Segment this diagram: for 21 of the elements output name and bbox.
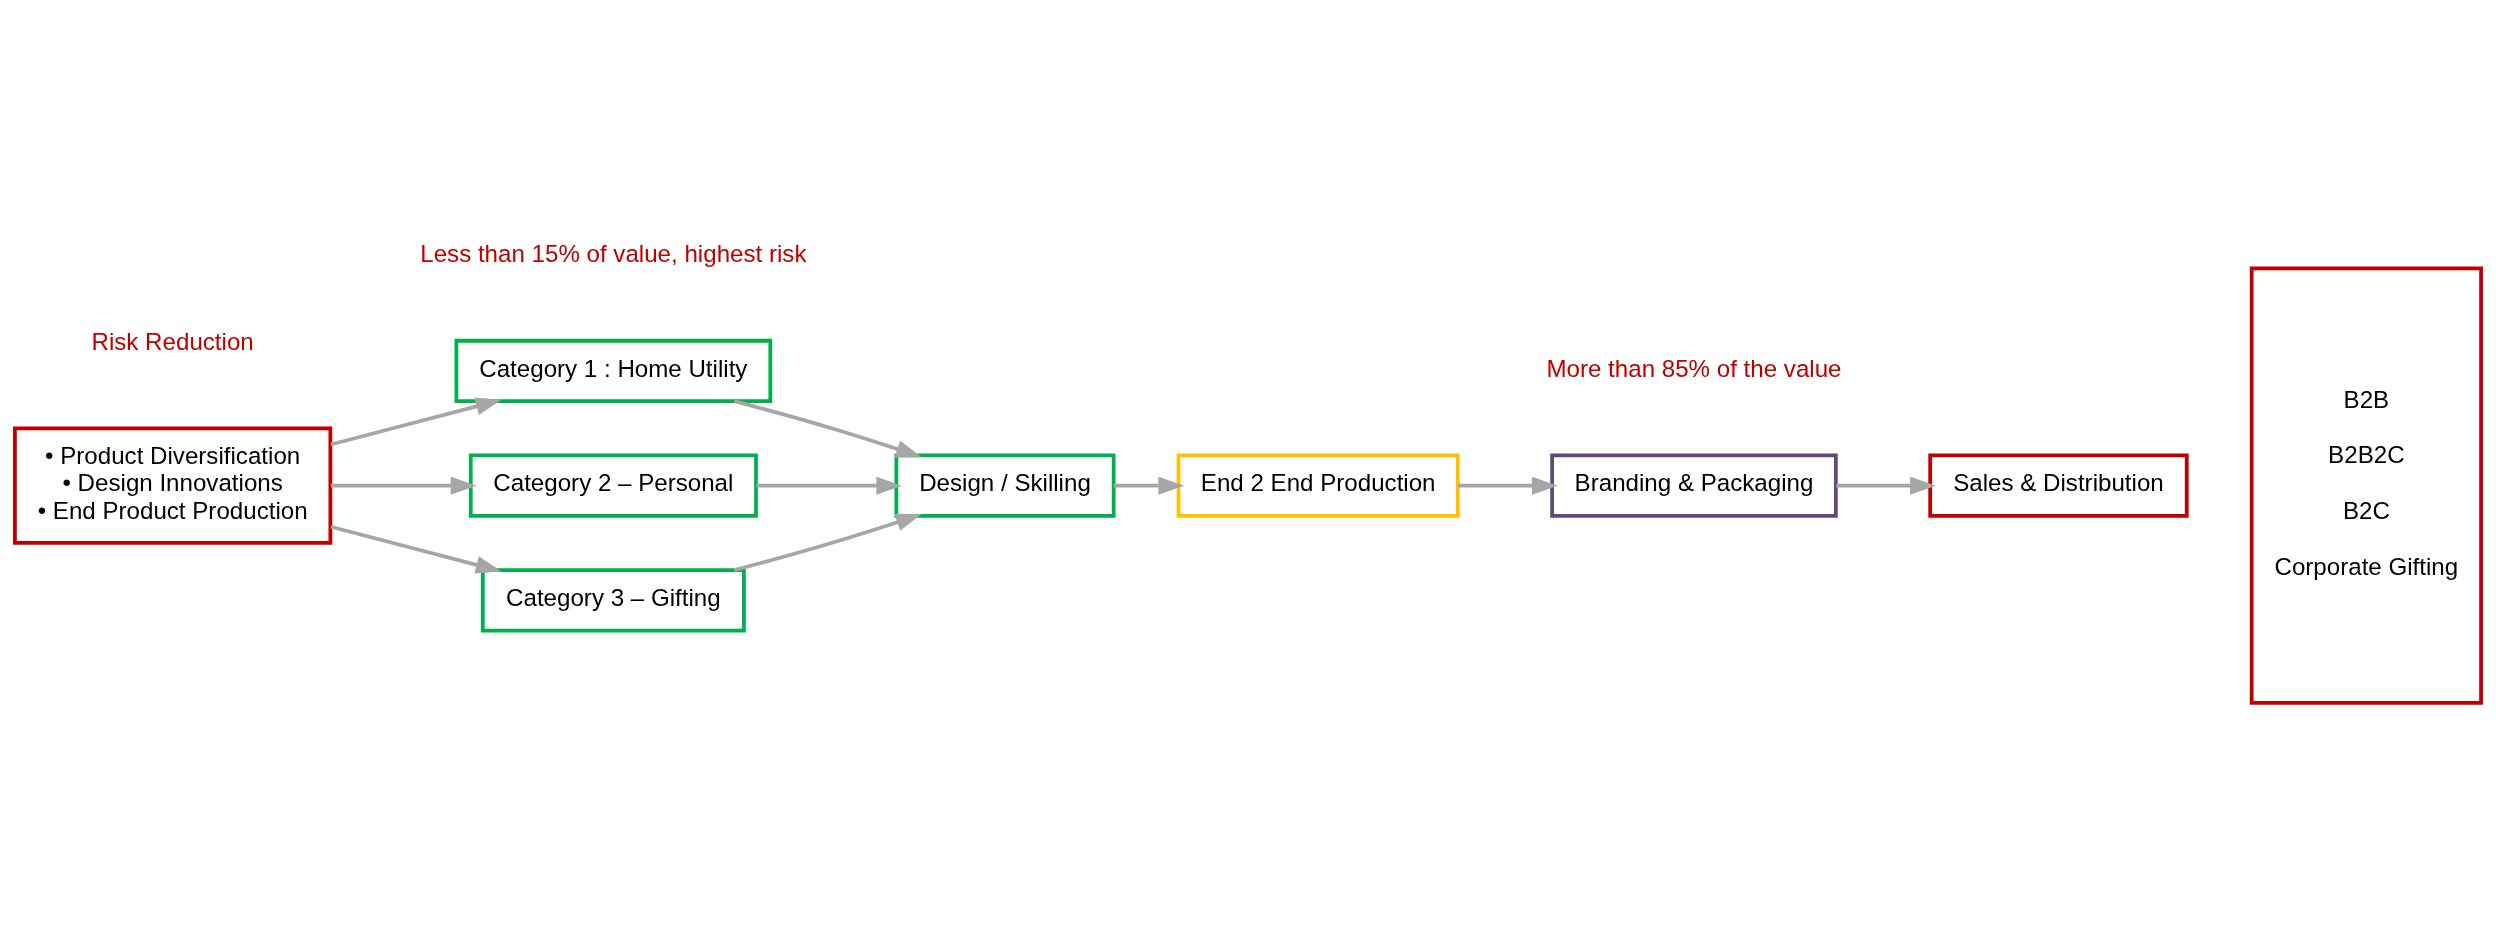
- node-box: Category 2 – Personal: [468, 453, 758, 518]
- label: Risk Reduction: [91, 327, 254, 355]
- label: More than 85% of the value: [1546, 354, 1842, 382]
- node-box: Sales & Distribution: [1928, 453, 2189, 518]
- arrow: [733, 513, 922, 572]
- node-box: • Product Diversification • Design Innovations • End Product Production: [13, 426, 333, 545]
- arrow: [1457, 476, 1558, 495]
- arrow: [330, 524, 502, 574]
- arrow: [756, 476, 903, 495]
- node-box: Design / Skilling: [894, 453, 1116, 518]
- label: Less than 15% of value, highest risk: [420, 239, 807, 267]
- arrow: [330, 397, 502, 447]
- node-box: Category 1 : Home Utility: [454, 338, 773, 403]
- arrow: [330, 476, 477, 495]
- node-box: B2B B2B2C B2C Corporate Gifting: [2249, 266, 2483, 705]
- node-box: End 2 End Production: [1176, 453, 1460, 518]
- node-box: Branding & Packaging: [1550, 453, 1838, 518]
- arrow: [1113, 476, 1185, 495]
- arrow: [1836, 476, 1936, 495]
- node-box: Category 3 – Gifting: [480, 568, 746, 633]
- arrow: [733, 399, 922, 458]
